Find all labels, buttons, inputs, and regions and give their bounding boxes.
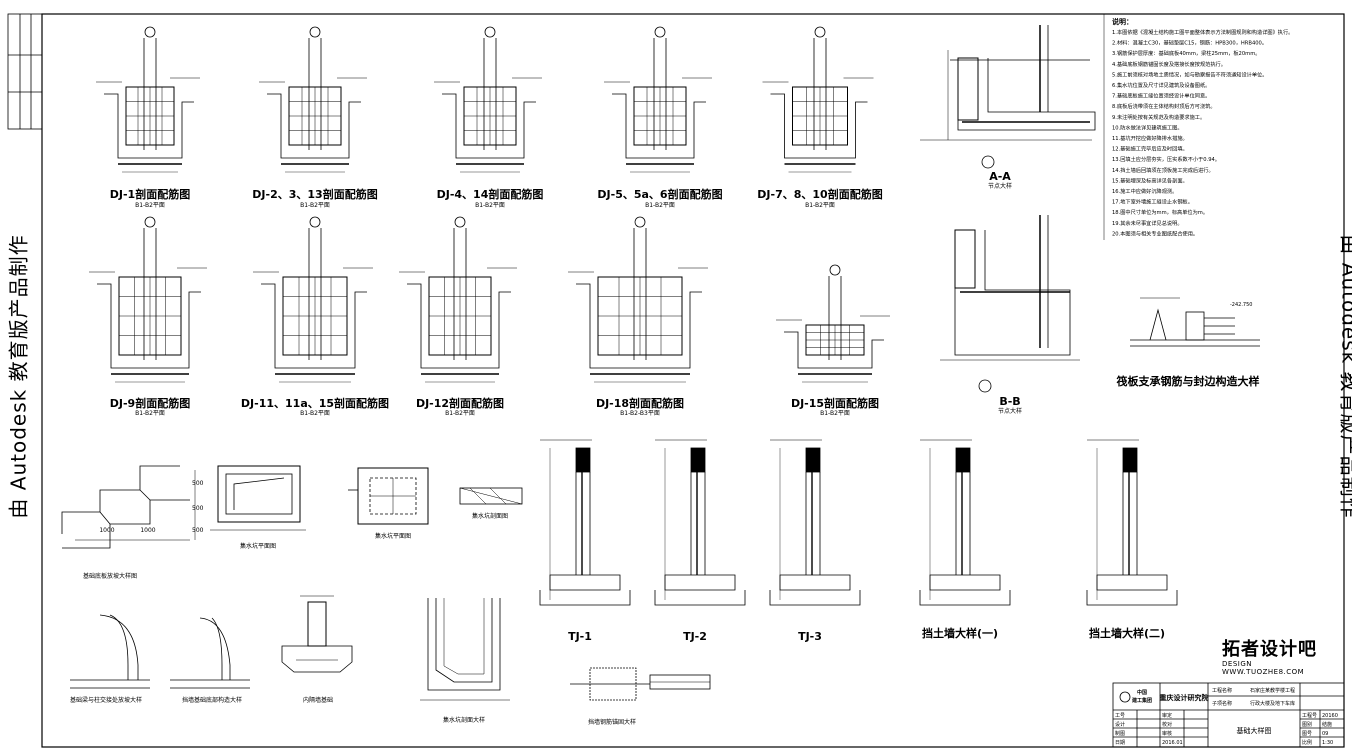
row2-subtitle-1: B1-B2平面 [300,410,330,417]
note-line-10: 11.基坑开挖应做好降排水措施。 [1112,134,1188,142]
partition-foundation-label: 内隔墙基础 [303,696,333,704]
tb-org-2: 建工集团 [1131,697,1152,704]
note-line-17: 18.图中尺寸单位为mm，标高单位为m。 [1112,208,1208,216]
watermark-left: 由 Autodesk 教育版产品制作 [3,202,32,552]
row2-title-1: DJ-11、11a、15剖面配筋图 [241,396,389,410]
row1-title-1: DJ-2、3、13剖面配筋图 [252,187,377,201]
note-line-13: 14.挡土墙后回填须在顶板施工完成后进行。 [1112,166,1214,174]
retaining-wall-1-title: 挡土墙大样(一) [922,626,998,640]
tj-title-0: TJ-1 [568,630,592,643]
site-logo: 拓者设计吧 DESIGN WWW.TUOZHE8.COM [1222,640,1332,670]
stair-dim-3: 500 [192,480,204,487]
row1-subtitle-4: B1-B2平面 [805,202,835,209]
note-line-5: 6.集水坑位置及尺寸详见建筑及设备图纸。 [1112,81,1210,89]
watermark-right: 由 Autodesk 教育版产品制作 [1337,202,1352,552]
tb-project-label: 工程名称 [1212,687,1232,694]
tb-row-value-3: 2016.01 [1162,740,1183,746]
tb-row-value-1: 校对 [1162,721,1172,728]
tb-right-value-2: 09 [1322,731,1328,737]
column-junction-label: 基础梁与柱交接处放坡大样 [70,696,142,704]
note-line-9: 10.防水做法详见建筑施工图。 [1112,123,1183,131]
tb-row-label-0: 工号 [1115,713,1125,719]
tb-right-value-3: 1:30 [1322,740,1333,746]
sump-plan-1-label: 集水坑平面图 [240,542,276,550]
tb-row-value-2: 审核 [1162,730,1172,737]
notes-heading: 说明： [1112,17,1133,26]
note-line-7: 8.底板后浇带须在主体结构封顶后方可浇筑。 [1112,102,1216,110]
tb-right-value-0: 20160 [1322,713,1338,719]
tb-right-label-3: 比例 [1302,739,1312,746]
tb-subproject: 行政大楼及地下车库 [1250,700,1295,707]
stair-detail-label: 基础底板放坡大样图 [83,572,137,580]
row2-title-3: DJ-18剖面配筋图 [596,396,684,410]
row1-subtitle-1: B1-B2平面 [300,202,330,209]
tb-row-label-3: 日期 [1115,740,1125,746]
note-line-8: 9.未注明处按有关规范及构造要求施工。 [1112,113,1205,121]
note-line-2: 3.钢筋保护层厚度：基础底板40mm，梁柱25mm，板20mm。 [1112,49,1260,57]
tb-drawing-title: 基础大样图 [1237,726,1272,735]
raft-edge-level: -242.750 [1230,302,1252,308]
note-line-15: 16.施工中应做好沉降观测。 [1112,187,1177,195]
row2-subtitle-3: B1-B2-B3平面 [620,410,660,417]
tb-right-value-1: 结施 [1322,721,1332,728]
section-aa-title: A-A [989,170,1011,183]
row1-subtitle-0: B1-B2平面 [135,202,165,209]
row1-title-4: DJ-7、8、10剖面配筋图 [757,187,882,201]
tb-row-value-0: 审定 [1162,712,1172,719]
note-line-12: 13.回填土应分层夯实，压实系数不小于0.94。 [1112,155,1220,163]
note-line-4: 5.施工前须核对场地土质情况，如与勘察报告不符须通知设计单位。 [1112,70,1267,78]
tb-right-label-0: 工程号 [1302,712,1317,719]
section-bb-title: B-B [999,395,1020,408]
note-line-1: 2.材料：混凝土C30，基础垫层C15，钢筋：HPB300，HRB400。 [1112,39,1267,47]
logo-main: 拓者设计吧 [1222,640,1332,660]
row2-title-2: DJ-12剖面配筋图 [416,396,504,410]
sump-section-detail-label: 集水坑剖面大样 [443,716,485,724]
tb-row-label-1: 设计 [1115,721,1125,728]
tb-company: 重庆设计研究院 [1160,693,1209,702]
row1-subtitle-3: B1-B2平面 [645,202,675,209]
tb-subproject-label: 子项名称 [1212,700,1232,707]
note-line-19: 20.本图须与相关专业图纸配合使用。 [1112,229,1198,237]
tj-title-2: TJ-3 [798,630,822,643]
stair-dim-5: 500 [192,527,204,534]
note-line-3: 4.基础底板钢筋锚固长度及搭接长度按规范执行。 [1112,60,1226,68]
tb-right-label-2: 图号 [1302,731,1312,737]
sump-section-label: 集水坑剖面图 [472,512,508,520]
stair-dim-4: 500 [192,505,204,512]
row2-subtitle-2: B1-B2平面 [445,410,475,417]
section-aa-subtitle: 节点大样 [988,182,1012,190]
logo-sub: DESIGN WWW.TUOZHE8.COM [1222,660,1332,676]
row1-title-0: DJ-1剖面配筋图 [110,187,190,201]
note-line-6: 7.基础底板施工缝位置须经设计单位同意。 [1112,92,1210,100]
stair-dim-1: 1000 [99,527,114,534]
row2-subtitle-4: B1-B2平面 [820,410,850,417]
row1-title-2: DJ-4、14剖面配筋图 [437,187,544,201]
row2-title-0: DJ-9剖面配筋图 [110,396,190,410]
anchor-detail-label: 挡墙钢筋锚固大样 [588,718,636,726]
note-line-0: 1.本图依据《混凝土结构施工图平面整体表示方法制图规则和构造详图》执行。 [1112,28,1293,36]
note-line-18: 19.其余未尽事宜详见总说明。 [1112,219,1183,227]
section-bb-subtitle: 节点大样 [998,407,1022,415]
retaining-wall-2-title: 挡土墙大样(二) [1089,626,1165,640]
tb-row-label-2: 制图 [1115,730,1125,737]
row1-title-3: DJ-5、5a、6剖面配筋图 [597,187,722,201]
row1-subtitle-2: B1-B2平面 [475,202,505,209]
stair-dim-2: 1000 [140,527,155,534]
row2-subtitle-0: B1-B2平面 [135,410,165,417]
row2-title-4: DJ-15剖面配筋图 [791,396,879,410]
wall-base-label: 挡墙基础底部构造大样 [182,696,242,704]
tb-org-1: 中国 [1137,689,1147,696]
note-line-16: 17.地下室外墙施工缝设止水钢板。 [1112,198,1193,206]
sump-plan-2-label: 集水坑平面图 [375,532,411,540]
note-line-14: 15.基础埋深及标高详见各剖面。 [1112,176,1188,184]
tj-title-1: TJ-2 [683,630,707,643]
tb-right-label-1: 图别 [1302,721,1312,728]
note-line-11: 12.基础施工完毕后应及时回填。 [1112,145,1188,153]
tb-project: 石家庄某教学楼工程 [1250,687,1295,694]
raft-edge-detail-title: 筏板支承钢筋与封边构造大样 [1117,374,1260,388]
